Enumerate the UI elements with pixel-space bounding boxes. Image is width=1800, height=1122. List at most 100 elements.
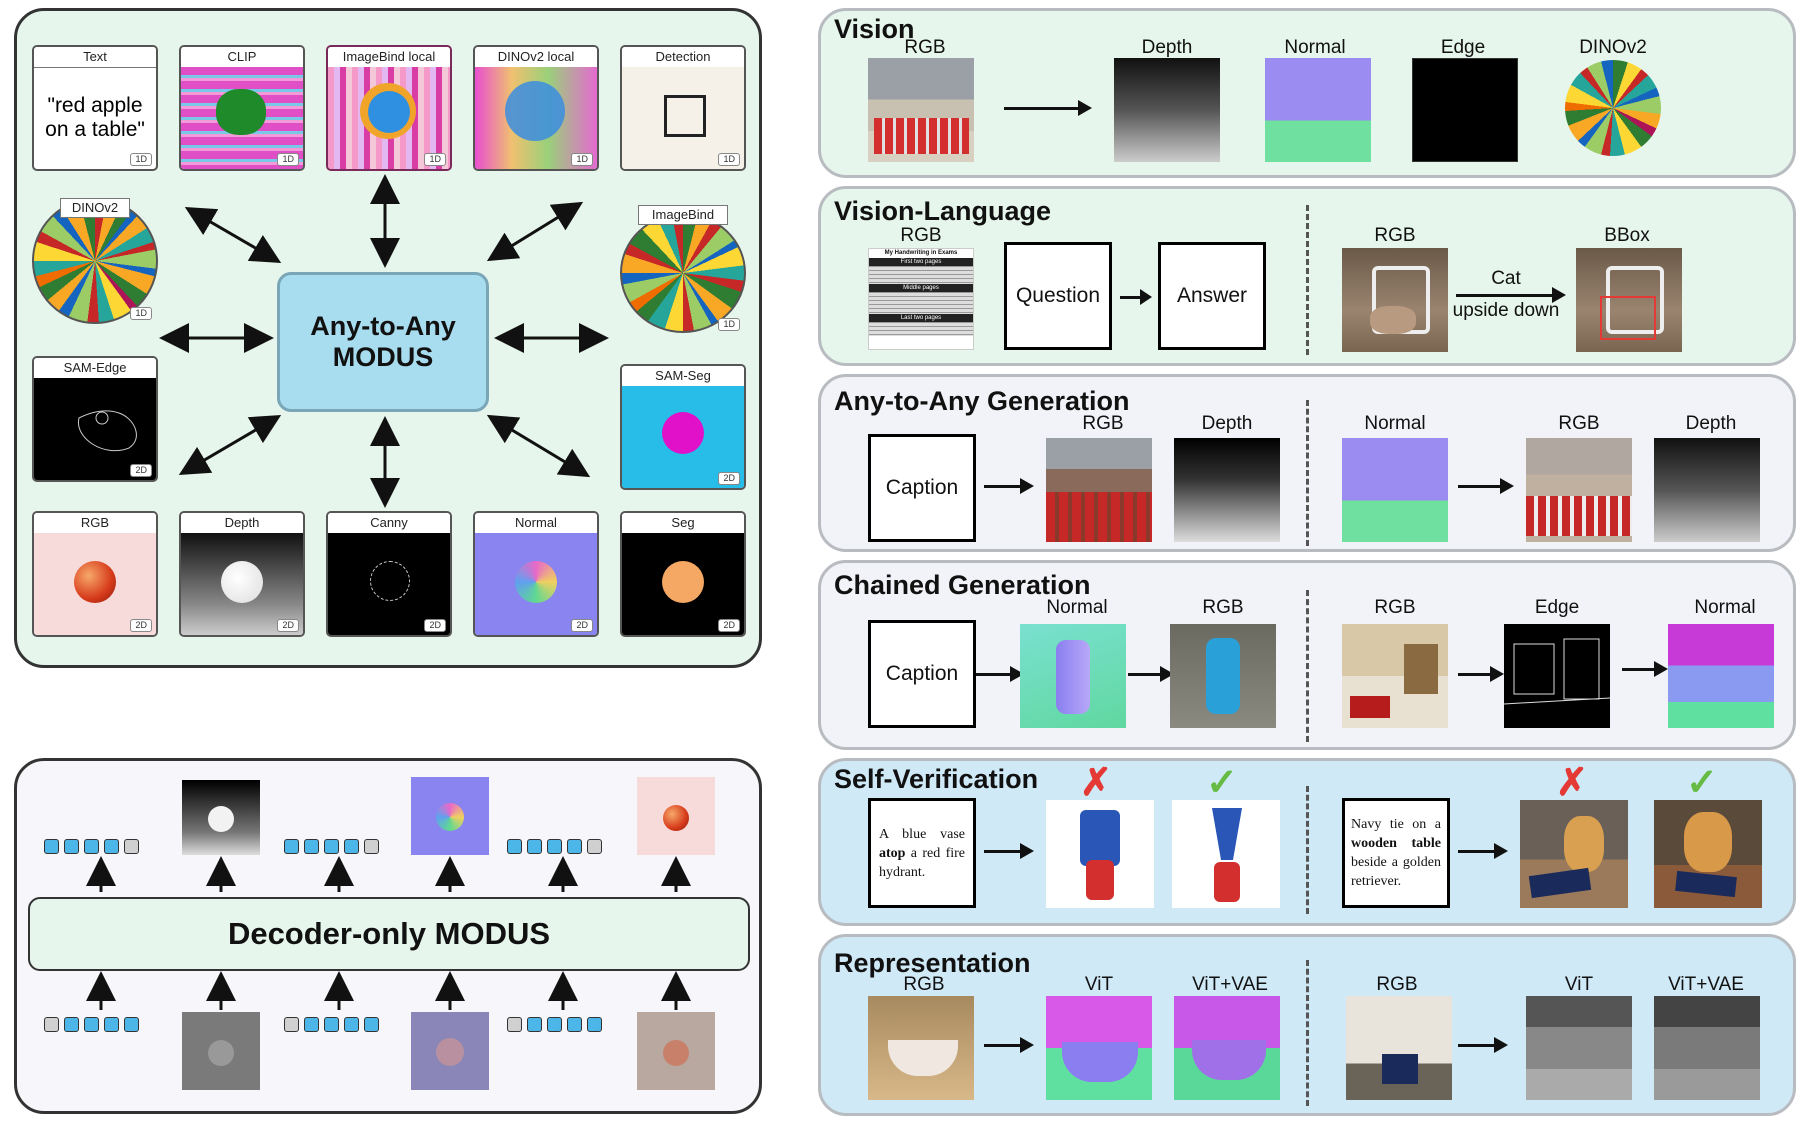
chained-caption-box: Caption [868, 620, 976, 728]
a2a-arrow2 [1458, 485, 1504, 488]
tile-imagebind-title: ImageBind [638, 205, 728, 225]
rep-vit-image [1046, 996, 1152, 1100]
token [124, 1017, 139, 1032]
token [84, 1017, 99, 1032]
sv-arrow2 [1458, 850, 1498, 853]
dec-out-depth [182, 780, 260, 855]
vl-doc-section2: Middle pages [869, 284, 973, 292]
chained-arrow4 [1622, 668, 1658, 671]
rep-arrow2-head [1494, 1037, 1508, 1053]
rep-arrow1-head [1020, 1037, 1034, 1053]
tile-sam-edge-title: SAM-Edge [34, 358, 156, 379]
chained-title: Chained Generation [834, 570, 1091, 600]
tile-text-dim: 1D [130, 153, 152, 166]
tile-sam-seg-dim: 2D [718, 472, 740, 485]
token [507, 1017, 522, 1032]
rep-rgb-image [868, 996, 974, 1100]
arrow-seg-hub [486, 414, 591, 478]
token [527, 1017, 542, 1032]
token [44, 839, 59, 854]
token [284, 1017, 299, 1032]
tile-canny-title: Canny [328, 513, 450, 534]
tile-canny-dim: 2D [424, 619, 446, 632]
a2a-depth2-image [1654, 438, 1760, 542]
vl-divider [1306, 205, 1309, 355]
token [44, 1017, 59, 1032]
sv-prompt2-d: retriever. [1351, 874, 1402, 889]
sv-divider [1306, 786, 1309, 914]
tile-depth: Depth 2D [179, 511, 305, 637]
vision-depth-label: Depth [1141, 37, 1193, 58]
tile-imagebind: ImageBind 1D [620, 205, 746, 333]
token [364, 1017, 379, 1032]
tile-dinov2-title: DINOv2 [60, 198, 130, 218]
decoder-box: Decoder-only MODUS [28, 897, 750, 971]
vl-rgb-label: RGB [900, 225, 942, 246]
token [104, 1017, 119, 1032]
tile-normal: Normal 2D [473, 511, 599, 637]
tile-text: Text "red apple on a table" 1D [32, 45, 158, 171]
vl-doc-section3: Last two pages [869, 314, 973, 322]
a2a-caption-box: Caption [868, 434, 976, 542]
token [84, 839, 99, 854]
rep-divider [1306, 960, 1309, 1106]
vision-depth-image [1114, 58, 1220, 162]
token [507, 839, 522, 854]
tile-detection-dim: 1D [718, 153, 740, 166]
dec-in-rgb-noisy [637, 1012, 715, 1090]
chained-normal-image [1020, 624, 1126, 728]
rep-vitvae2-image [1654, 996, 1760, 1100]
a2a-arrow1 [984, 485, 1024, 488]
rep-vit-label: ViT [1084, 974, 1114, 995]
chained-edge-label: Edge [1534, 597, 1580, 618]
token [567, 1017, 582, 1032]
rep-vitvae-label: ViT+VAE [1192, 974, 1268, 995]
rep-rgb-label: RGB [903, 974, 945, 995]
vl-cat-image [1342, 248, 1448, 352]
chained-divider [1306, 590, 1309, 742]
dec-in-normal-noisy [411, 1012, 489, 1090]
tile-rgb: RGB 2D [32, 511, 158, 637]
sv-prompt1-box: A blue vase atop a red fire hydrant. [868, 798, 976, 908]
modus-center-line1: Any-to-Any [310, 311, 456, 341]
sv-check1-icon: ✓ [1206, 762, 1238, 804]
chained-arrow2 [1128, 673, 1164, 676]
rep-vitvae-image [1174, 996, 1280, 1100]
sv-vase-wrong-image [1046, 800, 1154, 908]
vision-rgb-image [868, 58, 974, 162]
token [527, 839, 542, 854]
vision-arrow-head [1078, 100, 1092, 116]
tile-clip: CLIP 1D [179, 45, 305, 171]
chained-arrow3 [1458, 673, 1494, 676]
chained-arrow1 [976, 673, 1014, 676]
token [364, 839, 379, 854]
vision-title: Vision [834, 14, 915, 44]
tile-imagebind-dim: 1D [718, 318, 740, 331]
a2a-title: Any-to-Any Generation [834, 386, 1130, 416]
a2a-depth2-label: Depth [1685, 413, 1737, 434]
sv-title: Self-Verification [834, 764, 1039, 794]
tile-dinov2: DINOv2 1D [32, 198, 158, 326]
token [284, 839, 299, 854]
tile-sam-seg: SAM-Seg 2D [620, 364, 746, 490]
a2a-normal-label: Normal [1364, 413, 1426, 434]
sv-dog-right-image [1654, 800, 1762, 908]
sv-arrow2-head [1494, 843, 1508, 859]
vision-normal-label: Normal [1284, 37, 1346, 58]
chained-normal-label: Normal [1046, 597, 1108, 618]
sv-prompt1-d: hydrant. [879, 864, 926, 880]
dec-in-depth-noisy [182, 1012, 260, 1090]
sv-cross1-icon: ✗ [1080, 762, 1112, 804]
chained-arrow4-head [1654, 661, 1668, 677]
a2a-normal-image [1342, 438, 1448, 542]
vl-document-image: My Handwriting in Exams First two pages … [868, 248, 974, 350]
modus-center-line2: MODUS [332, 342, 434, 372]
sv-check2-icon: ✓ [1686, 762, 1718, 804]
tile-seg-dim: 2D [718, 619, 740, 632]
a2a-rgb2-image [1526, 438, 1632, 542]
vl-qa-arrow [1120, 296, 1142, 299]
tile-dinov2-local-dim: 1D [571, 153, 593, 166]
tile-dinov2-local-title: DINOv2 local [475, 47, 597, 68]
token [547, 839, 562, 854]
